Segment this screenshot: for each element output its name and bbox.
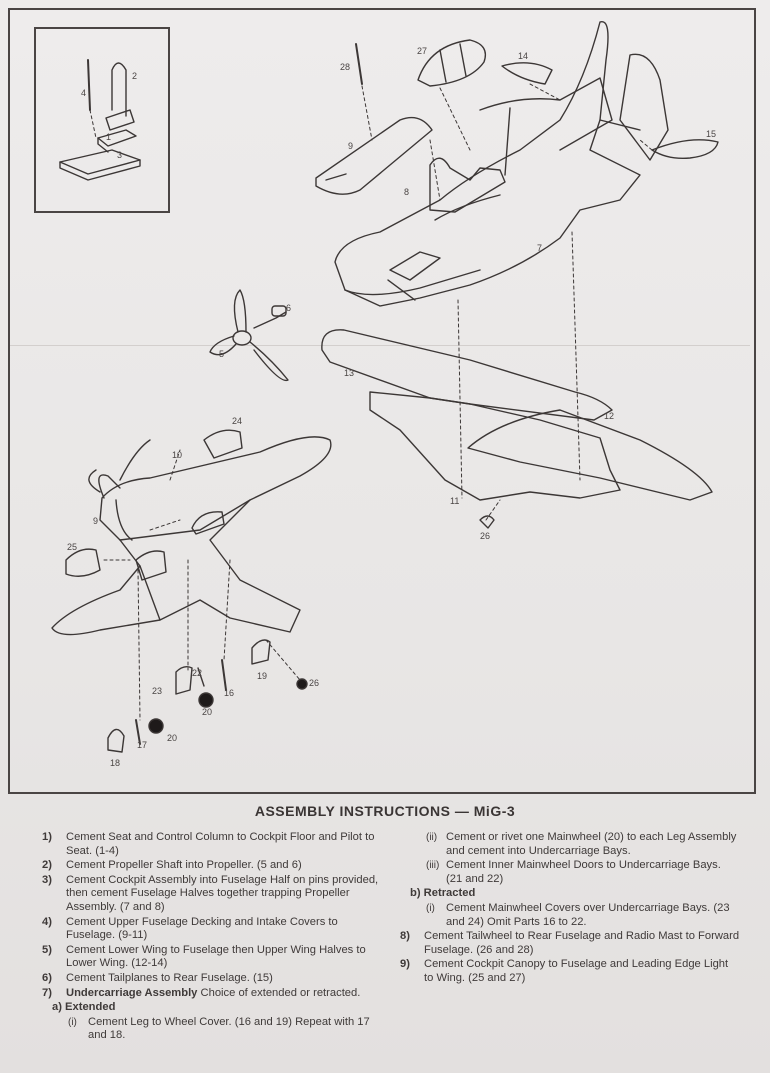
callout-7: 7 — [537, 243, 543, 253]
radio-mast-drawing — [355, 43, 363, 85]
step-text: Cement Cockpit Assembly into Fuselage Ha… — [66, 873, 379, 913]
step-number: (ii) — [426, 832, 438, 843]
step-text: Cement Upper Fuselage Decking and Intake… — [66, 915, 338, 942]
instructions-right-column: (ii) Cement or rivet one Mainwheel (20) t… — [400, 831, 740, 987]
instruction-step: 2) Cement Propeller Shaft into Propeller.… — [42, 859, 382, 873]
instruction-substep: (iii) Cement Inner Mainwheel Doors to Und… — [400, 859, 740, 886]
callout-8: 8 — [404, 187, 410, 197]
step-text: Cement Tailwheel to Rear Fuselage and Ra… — [424, 930, 740, 956]
callout-3: 3 — [117, 150, 123, 160]
alignment-leaders — [103, 83, 653, 721]
callout-24: 25 — [67, 542, 78, 552]
step-text: Undercarriage Assembly Choice of extende… — [66, 986, 361, 999]
callout-12: 11 — [450, 496, 460, 506]
instruction-step: 1) Cement Seat and Control Column to Cock… — [42, 831, 382, 858]
step-number: 2) — [42, 859, 52, 872]
exploded-assembly-diagram — [51, 21, 719, 753]
callout-25: 26 — [480, 531, 491, 541]
step-number: 9) — [400, 958, 410, 971]
step-text: Cement Lower Wing to Fuselage then Upper… — [66, 943, 366, 970]
step-text: Cement Inner Mainwheel Doors to Undercar… — [446, 859, 721, 885]
callout-15b: 15 — [706, 129, 717, 139]
callout-11: 10 — [172, 450, 183, 460]
step-text: Cement Tailplanes to Rear Fuselage. (15) — [66, 971, 273, 984]
callout-20b: 20 — [167, 733, 178, 743]
callout-17: 17 — [137, 740, 148, 750]
step-text: Cement Propeller Shaft into Propeller. (… — [66, 859, 302, 872]
step-text: Cement or rivet one Mainwheel (20) to ea… — [446, 831, 737, 857]
cockpit-inset-drawing — [59, 59, 141, 181]
canopy-drawing — [417, 39, 487, 87]
instruction-step: 7) Undercarriage Assembly Choice of exten… — [42, 987, 382, 1001]
callout-19: 19 — [257, 671, 268, 681]
callout-1: 1 — [106, 132, 112, 142]
callout-27: 27 — [417, 46, 428, 56]
step-number: 4) — [42, 915, 52, 928]
instructions-left-column: 1) Cement Seat and Control Column to Cock… — [42, 831, 382, 1044]
callout-20a: 20 — [202, 707, 213, 717]
callout-13: 12 — [604, 411, 615, 421]
undercarriage-parts-drawing — [107, 515, 495, 753]
callout-15a: 14 — [518, 51, 529, 61]
instruction-subheading: a) Extended — [52, 1001, 116, 1014]
instruction-substep: (i) Cement Leg to Wheel Cover. (16 and 19… — [42, 1016, 382, 1043]
tailplanes-drawing — [501, 62, 719, 160]
callout-18: 18 — [110, 758, 121, 768]
fuselage-halves-drawing — [334, 21, 669, 307]
callout-22: 23 — [152, 686, 163, 696]
instruction-substep: (i) Cement Mainwheel Covers over Undercar… — [400, 902, 740, 929]
instruction-step: 4) Cement Upper Fuselage Decking and Inta… — [42, 916, 382, 943]
step-text: Cement Leg to Wheel Cover. (16 and 19) R… — [88, 1015, 370, 1042]
callout-10: 9 — [93, 516, 99, 526]
callout-28: 28 — [340, 62, 351, 72]
page-title: ASSEMBLY INSTRUCTIONS — MiG-3 — [254, 803, 516, 819]
instruction-subheading: b) Retracted — [410, 887, 476, 900]
upper-decking-drawing — [315, 116, 433, 195]
wing-drawing — [321, 329, 713, 501]
instruction-step: 8) Cement Tailwheel to Rear Fuselage and … — [400, 930, 740, 957]
callout-23: 24 — [232, 416, 243, 426]
callout-21: 22 — [192, 668, 203, 678]
instruction-step: 6) Cement Tailplanes to Rear Fuselage. (1… — [42, 972, 382, 986]
step-number: 6) — [42, 971, 52, 984]
step-number: 3) — [42, 873, 52, 886]
step-number: 8) — [400, 930, 410, 943]
instruction-step: 5) Cement Lower Wing to Fuselage then Upp… — [42, 944, 382, 971]
instruction-substep: (ii) Cement or rivet one Mainwheel (20) t… — [400, 831, 740, 858]
callout-2: 2 — [132, 71, 138, 81]
step-number: 1) — [42, 831, 52, 843]
paper-fold — [10, 345, 750, 346]
step-number: 5) — [42, 943, 52, 956]
callout-26: 26 — [309, 678, 320, 688]
callout-4: 4 — [81, 88, 87, 98]
diagram-frame — [8, 8, 756, 794]
step-number: (i) — [426, 902, 435, 914]
step-number: (i) — [68, 1016, 77, 1028]
step-number: (iii) — [426, 860, 440, 872]
callout-14: 13 — [344, 368, 355, 378]
callout-16: 16 — [224, 688, 235, 698]
cockpit-inset-frame — [34, 27, 170, 213]
callout-9: 9 — [348, 141, 354, 151]
instruction-step: 9) Cement Cockpit Canopy to Fuselage and … — [400, 958, 740, 985]
instruction-step: 3) Cement Cockpit Assembly into Fuselage … — [42, 874, 382, 915]
step-text: Cement Seat and Control Column to Cockpi… — [66, 831, 375, 857]
assembled-aircraft-drawing — [51, 429, 332, 636]
step-text: Cement Mainwheel Covers over Undercarria… — [446, 901, 730, 928]
step-text: Cement Cockpit Canopy to Fuselage and Le… — [424, 958, 729, 984]
callout-6: 6 — [286, 303, 292, 313]
propeller-drawing — [209, 289, 289, 382]
callout-5: 5 — [219, 349, 225, 359]
step-number: 7) — [42, 986, 52, 999]
